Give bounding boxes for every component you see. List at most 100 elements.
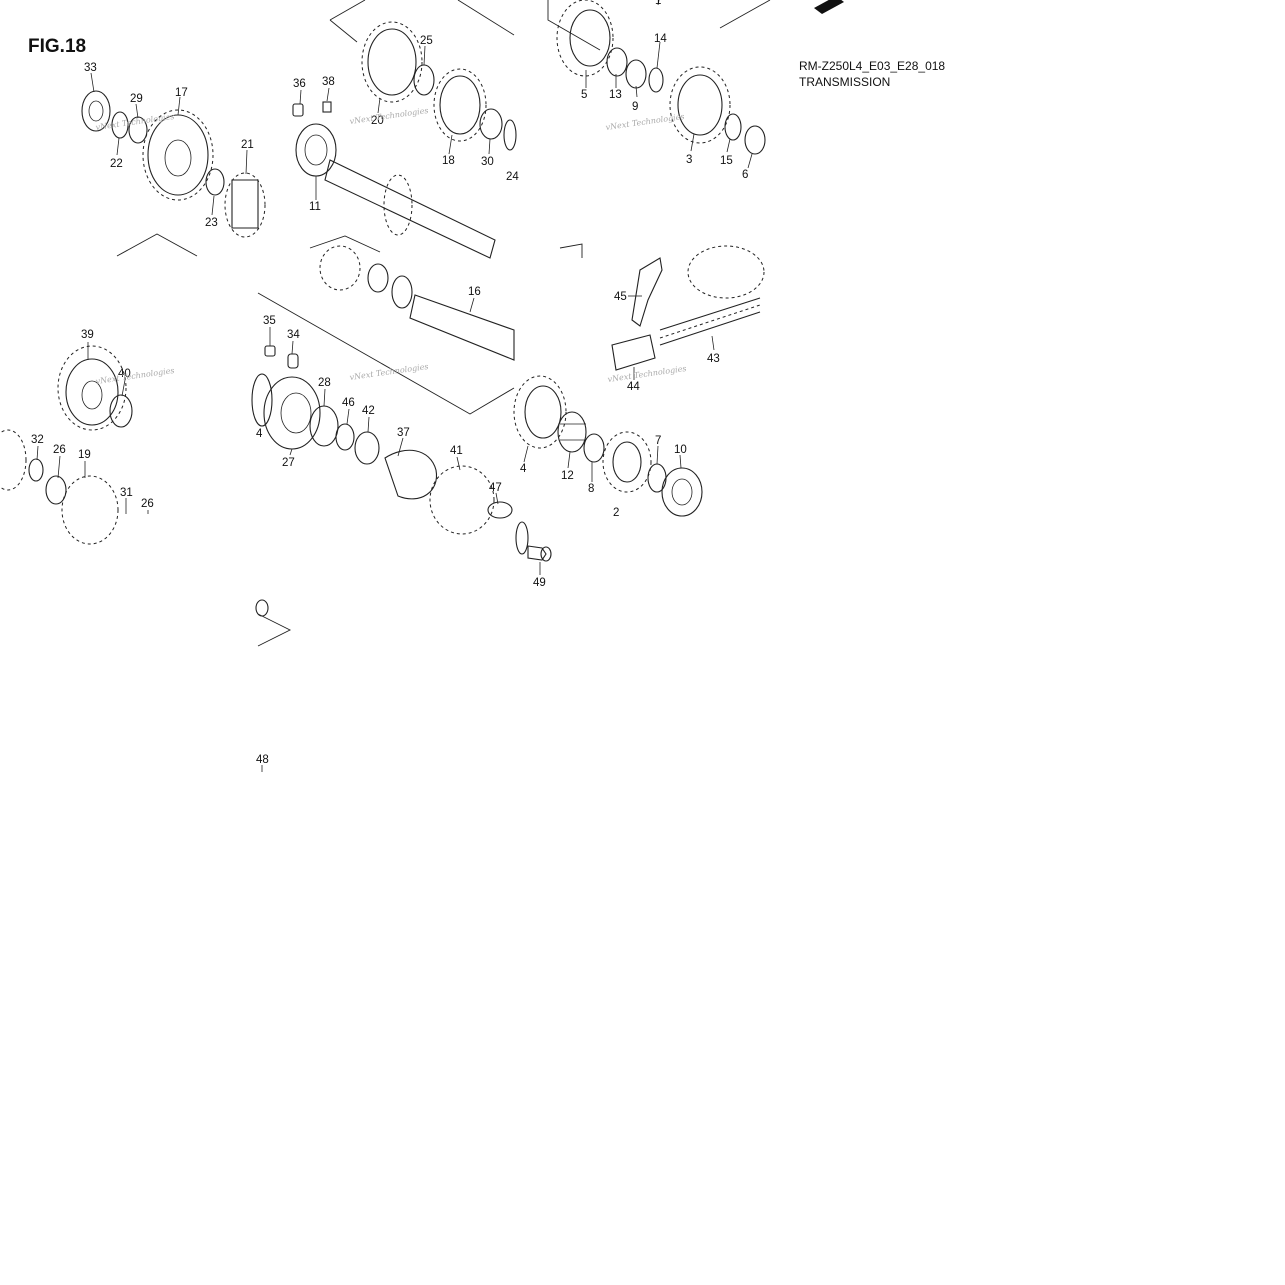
part-gear-39	[57, 345, 127, 431]
model-info: RM-Z250L4_E03_E28_018 TRANSMISSION	[799, 58, 945, 90]
watermark: vNext Technologies	[95, 112, 175, 132]
part-washer-22	[111, 111, 129, 139]
callout-18: 18	[442, 155, 455, 167]
callout-29: 29	[130, 93, 143, 105]
fwd-arrow-icon	[814, 0, 844, 14]
part-bearing-11	[295, 123, 337, 177]
callout-48: 48	[256, 754, 269, 766]
watermarks: vNext Technologies vNext Technologies vN…	[95, 106, 687, 386]
tile-top-right	[547, 0, 771, 380]
callout-43: 43	[707, 353, 720, 365]
callout-24: 24	[506, 171, 519, 183]
part-ring-left-edge	[251, 373, 273, 427]
callout-2: 2	[613, 507, 619, 519]
callout-30: 30	[481, 156, 494, 168]
part-washer-24	[503, 119, 517, 151]
callout-4b: 4	[256, 428, 263, 440]
callout-22: 22	[110, 158, 123, 170]
part-chain-43	[659, 297, 761, 346]
callout-45: 45	[614, 291, 627, 303]
part-washer-9	[625, 59, 647, 89]
part-bush-13	[606, 47, 628, 77]
callout-12: 12	[561, 470, 574, 482]
part-gear-4	[513, 375, 567, 449]
callout-38: 38	[322, 76, 335, 88]
callout-6: 6	[742, 169, 748, 181]
callout-25: 25	[420, 35, 433, 47]
part-washer-8	[583, 433, 605, 463]
part-plate-47	[487, 501, 513, 519]
tile-lower	[255, 521, 552, 772]
callout-27: 27	[282, 457, 295, 469]
callout-21: 21	[241, 139, 254, 151]
part-washer-25	[413, 64, 435, 96]
callout-1: 1	[655, 0, 661, 7]
callout-32: 32	[31, 434, 44, 446]
part-ring-lower	[367, 263, 413, 309]
part-gear-21	[224, 172, 266, 238]
part-gear-left-edge	[0, 429, 27, 491]
tile-top-left	[81, 72, 266, 257]
callout-28: 28	[318, 377, 331, 389]
callout-26: 26	[53, 444, 66, 456]
section-name: TRANSMISSION	[799, 75, 891, 89]
callout-20: 20	[371, 115, 384, 127]
callout-labels: 33 29 17 21 22 23 36 38 20 25 11 18 30 2…	[31, 0, 748, 766]
callout-39: 39	[81, 329, 94, 341]
part-washer-7	[647, 463, 667, 493]
callout-19: 19	[78, 449, 91, 461]
figure-title: FIG.18	[28, 36, 87, 57]
callout-44: 44	[627, 381, 640, 393]
callout-26b: 26	[141, 498, 154, 510]
callout-31: 31	[120, 487, 133, 499]
part-bearing-27	[263, 376, 321, 450]
part-washer-lower	[515, 521, 529, 555]
part-gear-20	[361, 21, 423, 103]
watermark: vNext Technologies	[605, 112, 685, 132]
part-gear-small-lower	[319, 245, 361, 291]
part-washer-26	[45, 475, 67, 505]
part-shaft-16	[409, 294, 515, 361]
callout-5: 5	[581, 89, 587, 101]
tile-middle-left	[0, 342, 149, 545]
tile-middle-middle	[251, 292, 515, 535]
callout-10: 10	[674, 444, 687, 456]
callout-15: 15	[720, 155, 733, 167]
model-code: RM-Z250L4_E03_E28_018	[799, 59, 946, 73]
callout-37: 37	[397, 427, 410, 439]
watermark: vNext Technologies	[95, 366, 175, 386]
part-bolt-36	[292, 103, 304, 117]
tile-top-middle	[292, 0, 517, 361]
part-bolt-49	[527, 545, 552, 562]
callout-16: 16	[468, 286, 481, 298]
callout-46: 46	[342, 397, 355, 409]
part-circlip-32	[28, 458, 44, 482]
part-plate-34	[287, 353, 299, 369]
watermark: vNext Technologies	[607, 364, 687, 384]
watermark: vNext Technologies	[349, 106, 429, 126]
callout-42: 42	[362, 405, 375, 417]
part-washer-6	[744, 125, 766, 155]
tile-middle-right	[513, 375, 703, 517]
part-collar-37	[384, 449, 438, 500]
callout-13: 13	[609, 89, 622, 101]
part-circlip-15	[724, 113, 742, 141]
part-sprocket-41	[429, 465, 495, 535]
part-oring-46	[335, 423, 355, 451]
callout-35: 35	[263, 315, 276, 327]
callout-9: 9	[632, 101, 638, 113]
callout-3: 3	[686, 154, 692, 166]
part-sprocket-top	[687, 245, 765, 299]
callout-47: 47	[489, 482, 502, 494]
callout-8: 8	[588, 483, 594, 495]
part-gear-5	[556, 0, 614, 77]
part-fragment-lower-left	[255, 599, 292, 647]
callout-7: 7	[655, 435, 661, 447]
part-screw-38	[322, 101, 332, 113]
part-circlip-14	[648, 67, 664, 93]
part-washer-40	[109, 394, 133, 428]
watermark: vNext Technologies	[349, 362, 429, 382]
callout-4: 4	[520, 463, 527, 475]
callout-14: 14	[654, 33, 667, 45]
